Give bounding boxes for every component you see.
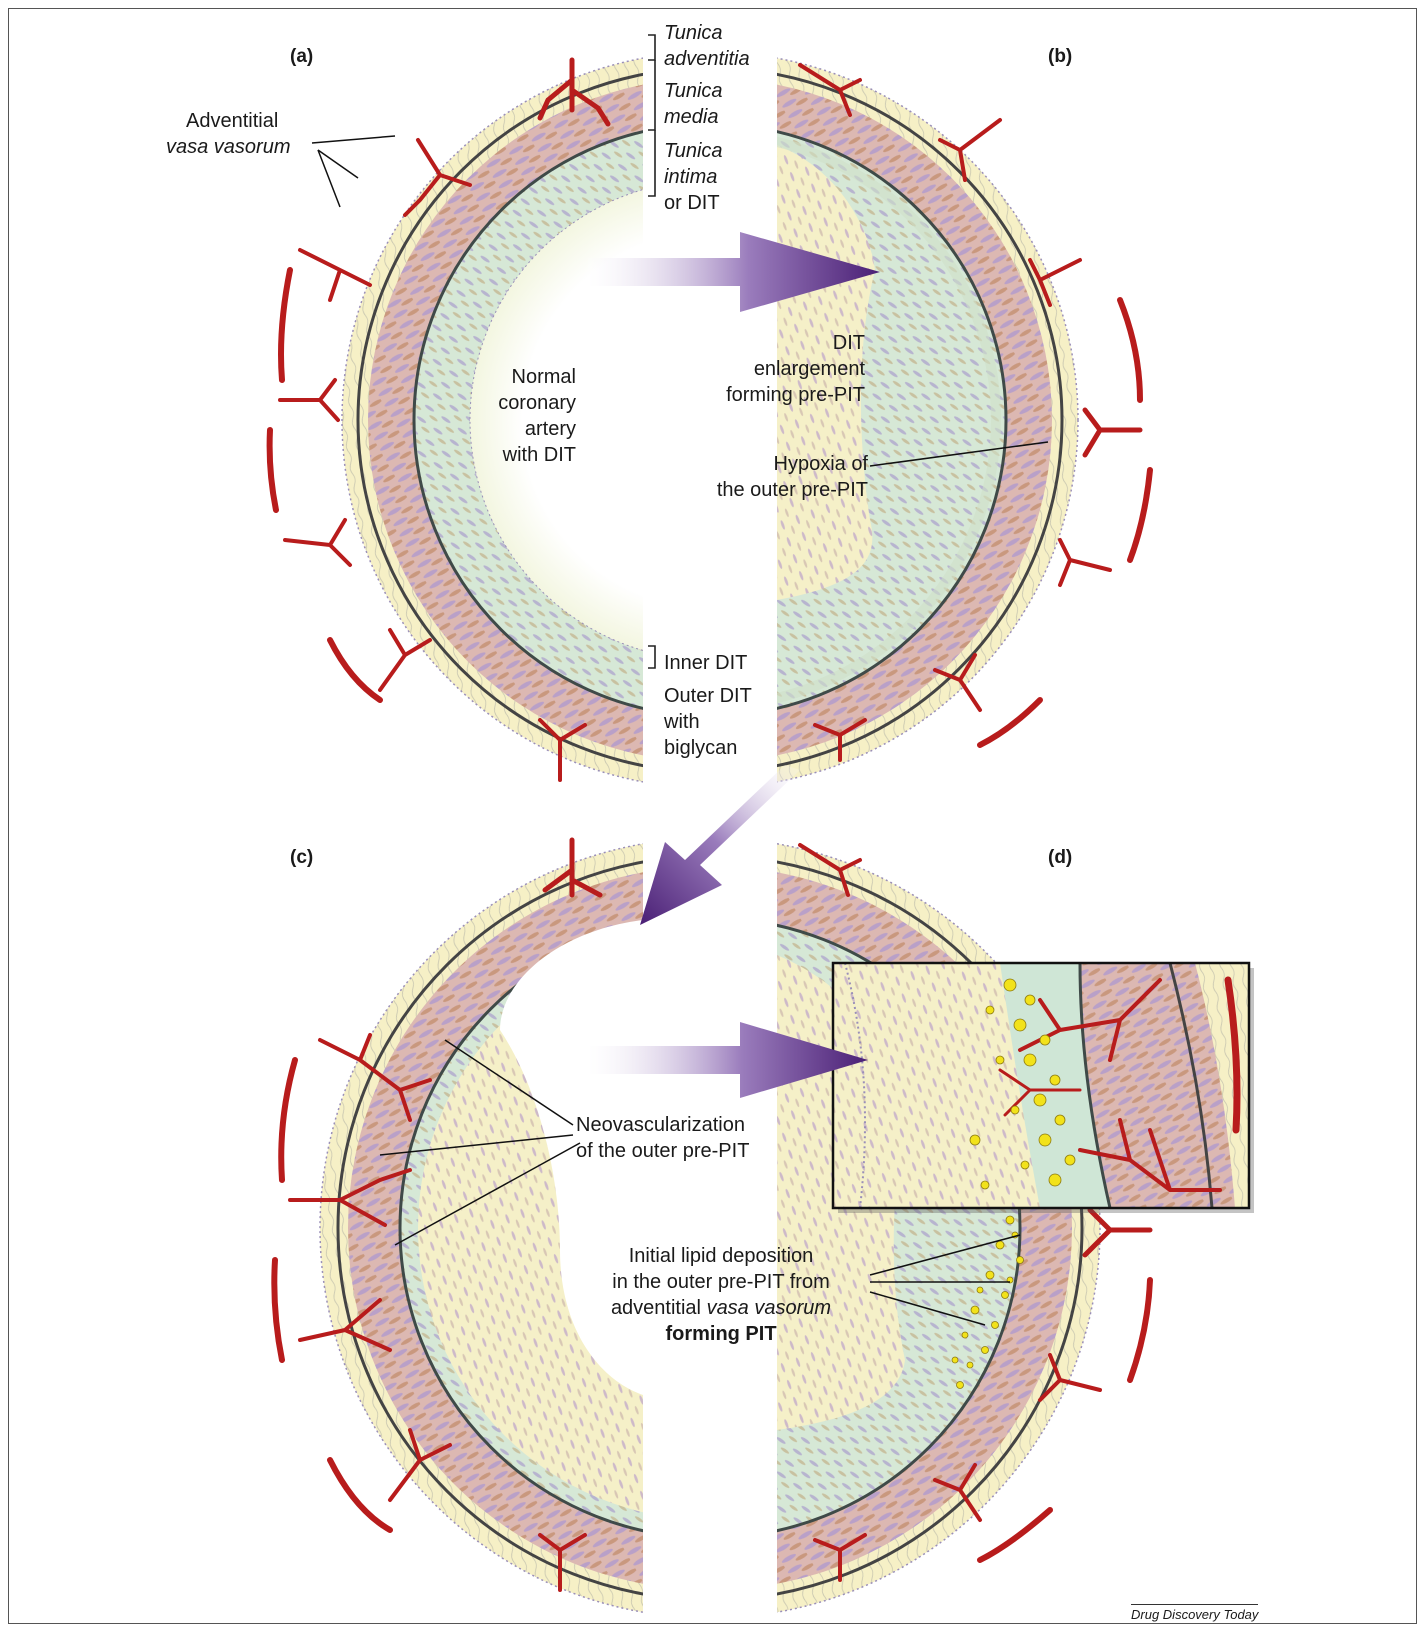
label-neovascularization-2: of the outer pre-PIT [576,1138,749,1164]
label-outer-dit-2: with [664,709,700,735]
panel-label-d: (d) [1048,847,1072,869]
panel-label-b: (b) [1048,46,1072,68]
label-hypoxia-1: Hypoxia of [660,451,868,477]
label-normal-3: artery [460,416,576,442]
label-lipid-2: in the outer pre-PIT from [580,1269,862,1295]
panel-label-c: (c) [290,847,313,869]
label-tunica-media-2: media [664,104,718,130]
label-dit-enlargement-1: DIT [680,330,865,356]
arrow-b-to-c [640,765,800,925]
label-tunica-intima-2: intima [664,164,717,190]
label-lipid-3a: adventitial [611,1297,707,1319]
inset-magnification [833,963,1254,1213]
label-lipid-3b: vasa vasorum [707,1297,832,1319]
label-neovascularization-1: Neovascularization [576,1112,745,1138]
label-normal-4: with DIT [460,442,576,468]
layer-brackets [648,35,655,668]
label-tunica-media-1: Tunica [664,78,723,104]
label-inner-dit: Inner DIT [664,650,747,676]
journal-credit: Drug Discovery Today [1131,1604,1258,1622]
label-tunica-intima-3: or DIT [664,190,720,216]
label-outer-dit-3: biglycan [664,735,737,761]
label-lipid-3: adventitial vasa vasorum [580,1295,862,1321]
label-dit-enlargement-3: forming pre-PIT [680,382,865,408]
label-dit-enlargement-2: enlargement [680,356,865,382]
label-outer-dit-1: Outer DIT [664,683,752,709]
label-tunica-adventitia-1: Tunica [664,20,723,46]
label-normal-2: coronary [460,390,576,416]
label-hypoxia-2: the outer pre-PIT [660,477,868,503]
label-tunica-intima-1: Tunica [664,138,723,164]
label-lipid-1: Initial lipid deposition [580,1243,862,1269]
label-normal-1: Normal [460,364,576,390]
label-vasa-vasorum-1: Adventitial [186,108,278,134]
panel-label-a: (a) [290,46,313,68]
label-vasa-vasorum-2: vasa vasorum [166,134,291,160]
label-tunica-adventitia-2: adventitia [664,46,750,72]
label-lipid-4: forming PIT [580,1321,862,1347]
